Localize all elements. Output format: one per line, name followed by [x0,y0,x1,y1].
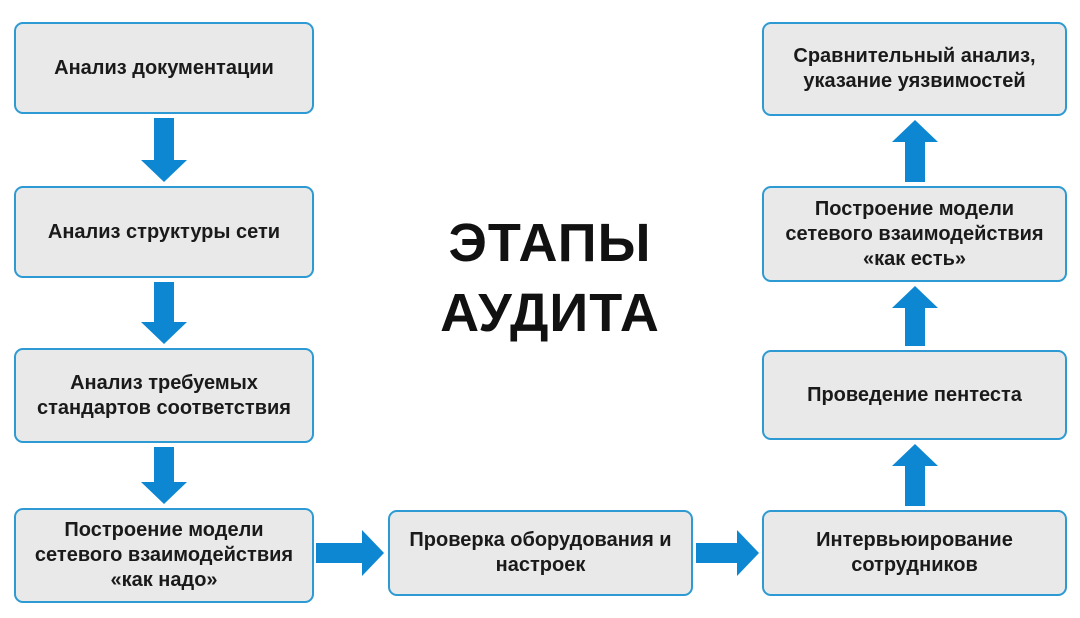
arrow-head [141,322,187,344]
arrow-shaft [154,447,174,482]
arrow-head [892,444,938,466]
diagram-title: ЭТАПЫ АУДИТА [395,208,705,348]
arrow-down-icon [141,282,187,344]
arrow-shaft [154,282,174,322]
arrow-down-icon [141,118,187,182]
arrow-head [141,482,187,504]
arrow-right-icon [696,530,759,576]
step-comparative-analysis-vulnerabilities: Сравнительный анализ, указание уязвимост… [762,22,1067,116]
step-build-model-as-is: Построение модели сетевого взаимодействи… [762,186,1067,282]
arrow-down-icon [141,447,187,504]
step-label: Анализ структуры сети [47,220,281,243]
arrow-head [737,530,759,576]
diagram-title-line2: АУДИТА [440,283,660,344]
arrow-head [892,120,938,142]
arrow-head [362,530,384,576]
arrow-shaft [905,308,925,346]
arrow-up-icon [892,120,938,182]
step-pentest: Проведение пентеста [762,350,1067,440]
step-label: Анализ документации [54,56,274,79]
arrow-shaft [154,118,174,160]
step-analyze-network-structure: Анализ структуры сети [14,186,314,278]
step-label: Проведение пентеста [807,383,1022,406]
arrow-shaft [905,142,925,182]
step-label: Интервьюирование сотрудников [816,529,1013,576]
arrow-shaft [696,543,737,563]
step-label: Построение модели сетевого взаимодействи… [34,519,294,591]
step-label: Анализ требуемых стандартов соответствия [37,371,291,419]
arrow-right-icon [316,530,384,576]
step-build-model-as-needed: Построение модели сетевого взаимодействи… [14,508,314,603]
step-check-equipment-settings: Проверка оборудования и настроек [388,510,693,596]
step-analyze-compliance-standards: Анализ требуемых стандартов соответствия [14,348,314,443]
step-label: Построение модели сетевого взаимодействи… [785,197,1044,270]
step-analyze-documentation: Анализ документации [14,22,314,114]
arrow-up-icon [892,286,938,346]
diagram-title-line1: ЭТАПЫ [448,213,652,273]
arrow-head [141,160,187,182]
step-label: Проверка оборудования и настроек [409,529,672,576]
step-label: Сравнительный анализ, указание уязвимост… [793,45,1036,92]
arrow-up-icon [892,444,938,506]
arrow-shaft [905,466,925,506]
arrow-head [892,286,938,308]
arrow-shaft [316,543,362,563]
step-interview-employees: Интервьюирование сотрудников [762,510,1067,596]
